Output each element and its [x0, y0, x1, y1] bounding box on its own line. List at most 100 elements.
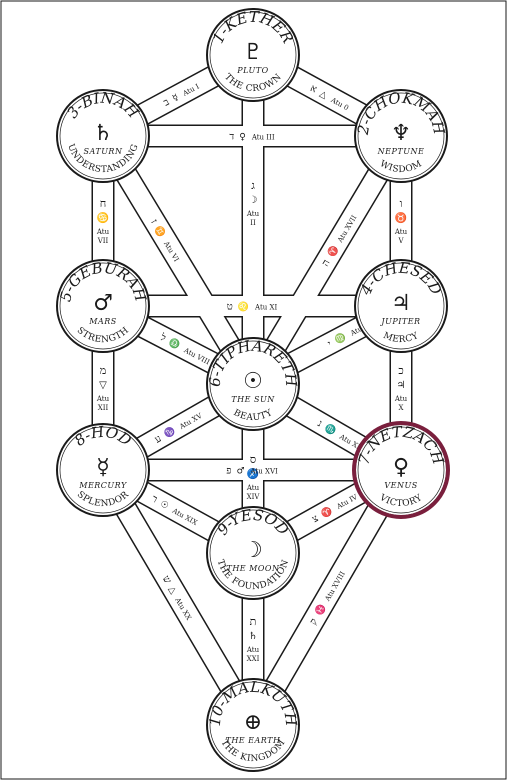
path-hebrew-letter: י: [326, 339, 334, 350]
sephirah-kether-inner-ring: [209, 11, 297, 99]
path-astro-symbol: ☉: [158, 499, 170, 512]
sephirah-kether-planet-icon: ♇: [243, 40, 263, 65]
sephirah-binah-inner-ring: [59, 92, 147, 180]
path-atu-label: Atu III: [251, 134, 275, 142]
sephirah-netzach-inner-ring: [357, 426, 445, 514]
path-astro-symbol: ♃: [397, 380, 406, 391]
path-hebrew-letter: ק: [308, 617, 320, 627]
path-netzach-malkuth-channel: [244, 464, 410, 731]
path-hebrew-letter: ה: [320, 258, 333, 269]
sephirah-hod-planet-icon: ☿: [96, 455, 110, 480]
path-hebrew-letter: נ: [316, 418, 324, 429]
sephirah-kether-circle: [206, 8, 300, 102]
path-label-text: ט ♌ Atu XI: [227, 301, 278, 313]
path-astro-symbol: ♄: [249, 631, 258, 642]
path-astro-symbol: △: [318, 89, 329, 101]
sephirah-chokmah-circle: [354, 89, 448, 183]
sephirah-malkuth-planet-icon: ⊕: [244, 710, 262, 735]
path-hebrew-letter: ט: [227, 302, 233, 313]
path-astro-symbol: ♐: [247, 467, 259, 480]
sephirah-chokmah-planet-icon: ♆: [391, 121, 411, 146]
sephirah-tiphareth-planet-icon: ☉: [243, 369, 263, 394]
sephirah-tiphareth-circle: [206, 337, 300, 431]
sephirah-chesed-circle: [354, 259, 448, 353]
path-hebrew-letter: ע: [153, 433, 164, 446]
sephirah-malkuth-circle: [206, 678, 300, 772]
sephirah-geburah-inner-ring: [59, 262, 147, 350]
sephirah-netzach-highlight-ring: [352, 421, 450, 519]
sephirah-chesed-inner-ring: [357, 262, 445, 350]
path-label-binah-chokmah: ד ♀ Atu III: [229, 132, 274, 143]
sephirah-hod-circle: [56, 423, 150, 517]
sephirah-malkuth-inner-ring: [209, 681, 297, 769]
path-hebrew-letter: כ: [398, 364, 403, 377]
path-hebrew-letter: ח: [100, 197, 107, 210]
path-hebrew-letter: ס: [250, 453, 256, 466]
path-label-text: פ ♂ Atu XVI: [226, 466, 278, 477]
sephirah-binah-planet-icon: ♄: [93, 121, 113, 146]
path-astro-symbol: ♂: [236, 467, 244, 477]
path-label-netzach-hod: פ ♂ Atu XVI: [226, 466, 278, 477]
sephirah-chesed-meaning: MERCY: [382, 331, 421, 345]
sephirah-geburah-planet-icon: ♂: [93, 291, 113, 316]
sephirah-yesod-planet-icon: ☽: [243, 538, 263, 563]
path-hebrew-letter: פ: [226, 466, 231, 477]
sephirah-hod-inner-ring: [59, 426, 147, 514]
sephirah-netzach-planet: VENUS: [384, 481, 417, 490]
path-hod-malkuth-channel: [94, 464, 262, 731]
path-astro-symbol: ♌: [238, 301, 249, 313]
sephirah-geburah-planet: MARS: [88, 317, 116, 326]
path-atu-label: Atu XVI: [250, 468, 279, 476]
path-hebrew-letter: ר: [149, 494, 159, 506]
path-label-chesed-geburah: ט ♌ Atu XI: [227, 301, 278, 313]
sephirah-binah-planet: SATURN: [84, 147, 123, 156]
path-binah-tiphareth-channel: [94, 130, 262, 390]
sephirah-geburah-circle: [56, 259, 150, 353]
path-hebrew-letter: ב: [162, 97, 172, 109]
path-hebrew-letter: ל: [157, 331, 168, 344]
sephirah-tiphareth-inner-ring: [209, 340, 297, 428]
sephirah-yesod-inner-ring: [209, 509, 297, 597]
path-hebrew-letter: א: [308, 83, 319, 96]
sephirah-malkuth-planet: THE EARTH: [225, 736, 281, 745]
sephirah-chesed-planet: JUPITER: [379, 317, 420, 326]
sephirah-netzach-planet-icon: ♀: [393, 455, 409, 480]
path-label-text: ד ♀ Atu III: [229, 132, 274, 143]
sephirah-hod-planet: MERCURY: [78, 481, 127, 490]
path-astro-symbol: ☽: [249, 195, 258, 206]
path-hebrew-letter: ת: [250, 615, 257, 628]
path-hebrew-letter: ג: [251, 179, 255, 192]
path-astro-symbol: ♀: [239, 133, 246, 143]
path-chokmah-tiphareth-channel: [244, 130, 410, 390]
path-hebrew-letter: ז: [148, 218, 159, 226]
sephirah-yesod-circle: [206, 506, 300, 600]
sephirah-tiphareth-meaning: BEAUTY: [232, 408, 275, 424]
path-hebrew-letter: צ: [310, 513, 320, 525]
sephirah-chesed-planet-icon: ♃: [391, 291, 411, 316]
path-atu-label: Atu XI: [254, 304, 277, 312]
path-astro-symbol: ♉: [395, 211, 407, 224]
path-astro-symbol: △: [166, 585, 178, 596]
path-astro-symbol: ♋: [97, 211, 109, 224]
path-astro-symbol: ▽: [99, 380, 107, 391]
sephirah-chokmah-planet: NEPTUNE: [377, 147, 425, 156]
path-hebrew-letter: ד: [229, 132, 234, 143]
sephirah-chokmah-inner-ring: [357, 92, 445, 180]
